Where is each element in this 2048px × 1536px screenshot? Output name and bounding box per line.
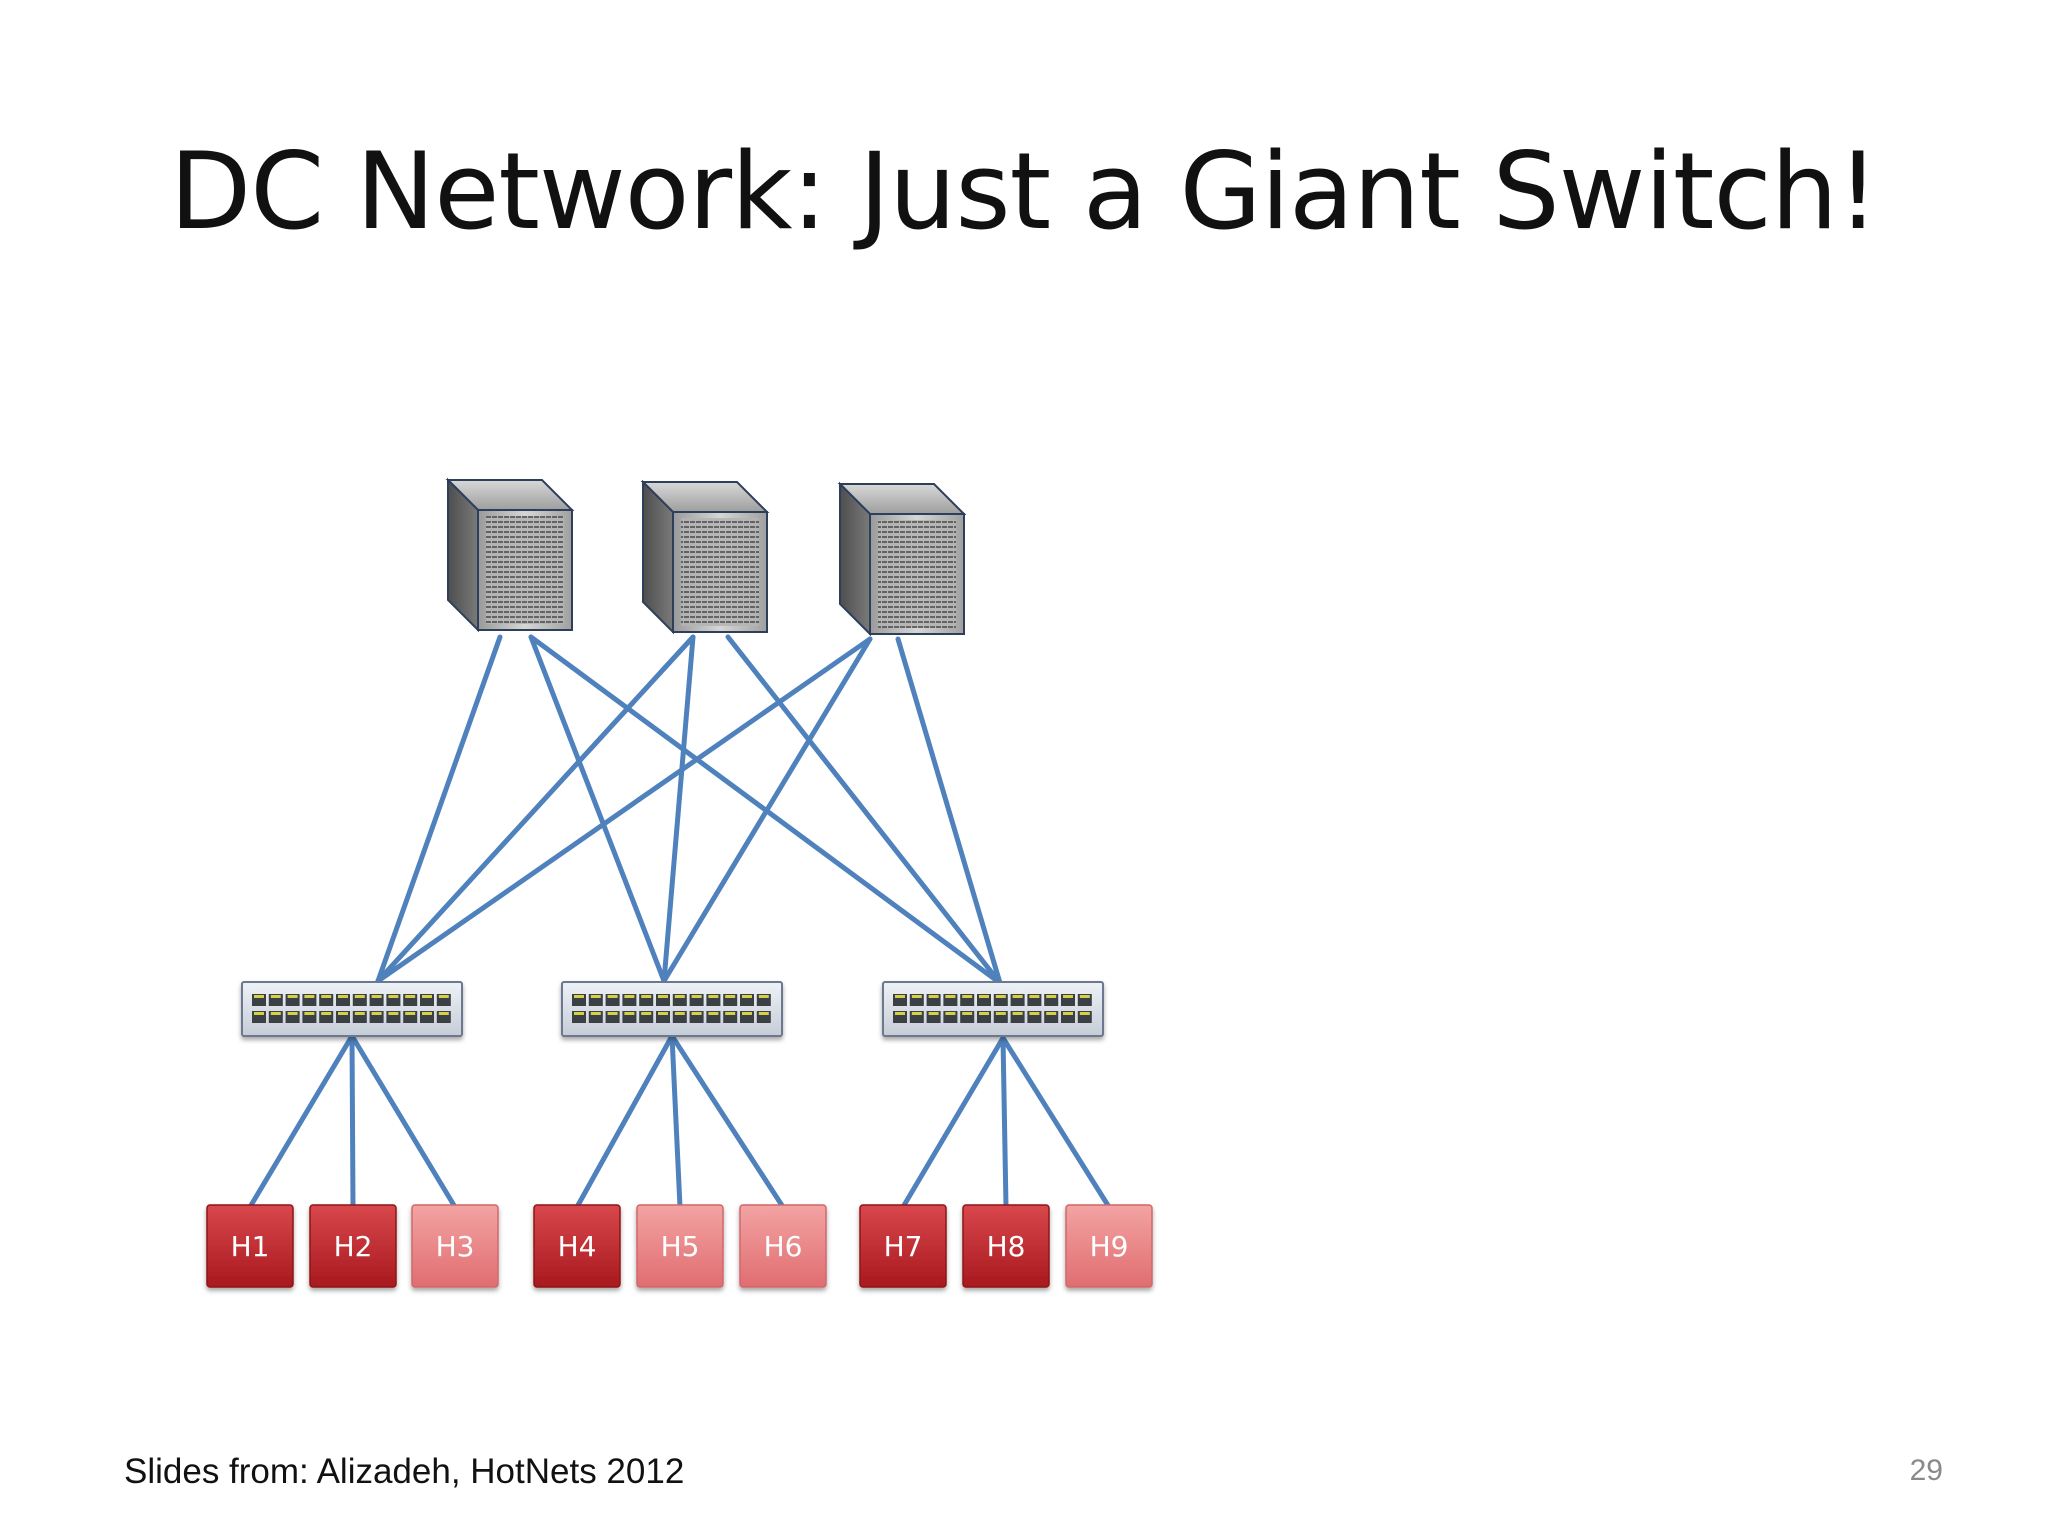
host-layer: H1 H2 H3 H4 H5 H6 H7 H8 H9 (206, 1204, 1153, 1288)
host-h5: H5 (636, 1204, 724, 1288)
core-tor-link (528, 634, 667, 984)
host-label: H9 (1090, 1230, 1129, 1263)
tor-host-link (900, 1035, 1006, 1210)
core-tor-link (895, 636, 1003, 986)
tor-host-link (669, 1033, 786, 1210)
core-tor-link (375, 636, 873, 984)
chassis-switch-icon (445, 477, 575, 633)
host-label: H6 (764, 1230, 803, 1263)
tor-host-link (1000, 1035, 1009, 1210)
footer-citation: Slides from: Alizadeh, HotNets 2012 (124, 1452, 685, 1491)
rack-switch-icon (561, 981, 783, 1037)
links-layer (247, 634, 1112, 1210)
host-label: H1 (231, 1230, 270, 1263)
host-h8: H8 (962, 1204, 1050, 1288)
host-h4: H4 (533, 1204, 621, 1288)
tor-host-link (247, 1033, 355, 1210)
core-tor-link (661, 634, 696, 984)
chassis-switch-icon (837, 481, 967, 637)
chassis-switch-icon (640, 479, 770, 635)
tor-host-link (574, 1033, 675, 1210)
core-tor-link (661, 636, 873, 984)
rack-switch-icon (241, 981, 463, 1037)
slide-title: DC Network: Just a Giant Switch! (169, 130, 1880, 253)
tor-host-link (349, 1033, 458, 1210)
core-switch-layer (445, 477, 967, 637)
host-h2: H2 (309, 1204, 397, 1288)
host-label: H2 (334, 1230, 373, 1263)
page-number: 29 (1909, 1454, 1943, 1487)
host-label: H4 (558, 1230, 597, 1263)
rack-switch-icon (882, 981, 1104, 1037)
tor-host-link (669, 1033, 683, 1210)
host-h7: H7 (859, 1204, 947, 1288)
host-label: H7 (884, 1230, 923, 1263)
tor-host-link (349, 1033, 356, 1210)
core-tor-link (725, 634, 1003, 986)
host-h3: H3 (411, 1204, 499, 1288)
host-h1: H1 (206, 1204, 294, 1288)
host-label: H8 (987, 1230, 1026, 1263)
host-h6: H6 (739, 1204, 827, 1288)
tor-switch-layer (241, 981, 1104, 1037)
core-tor-link (375, 634, 696, 984)
host-label: H5 (661, 1230, 700, 1263)
host-label: H3 (436, 1230, 475, 1263)
host-h9: H9 (1065, 1204, 1153, 1288)
core-tor-link (375, 634, 503, 984)
tor-host-link (1000, 1035, 1112, 1210)
